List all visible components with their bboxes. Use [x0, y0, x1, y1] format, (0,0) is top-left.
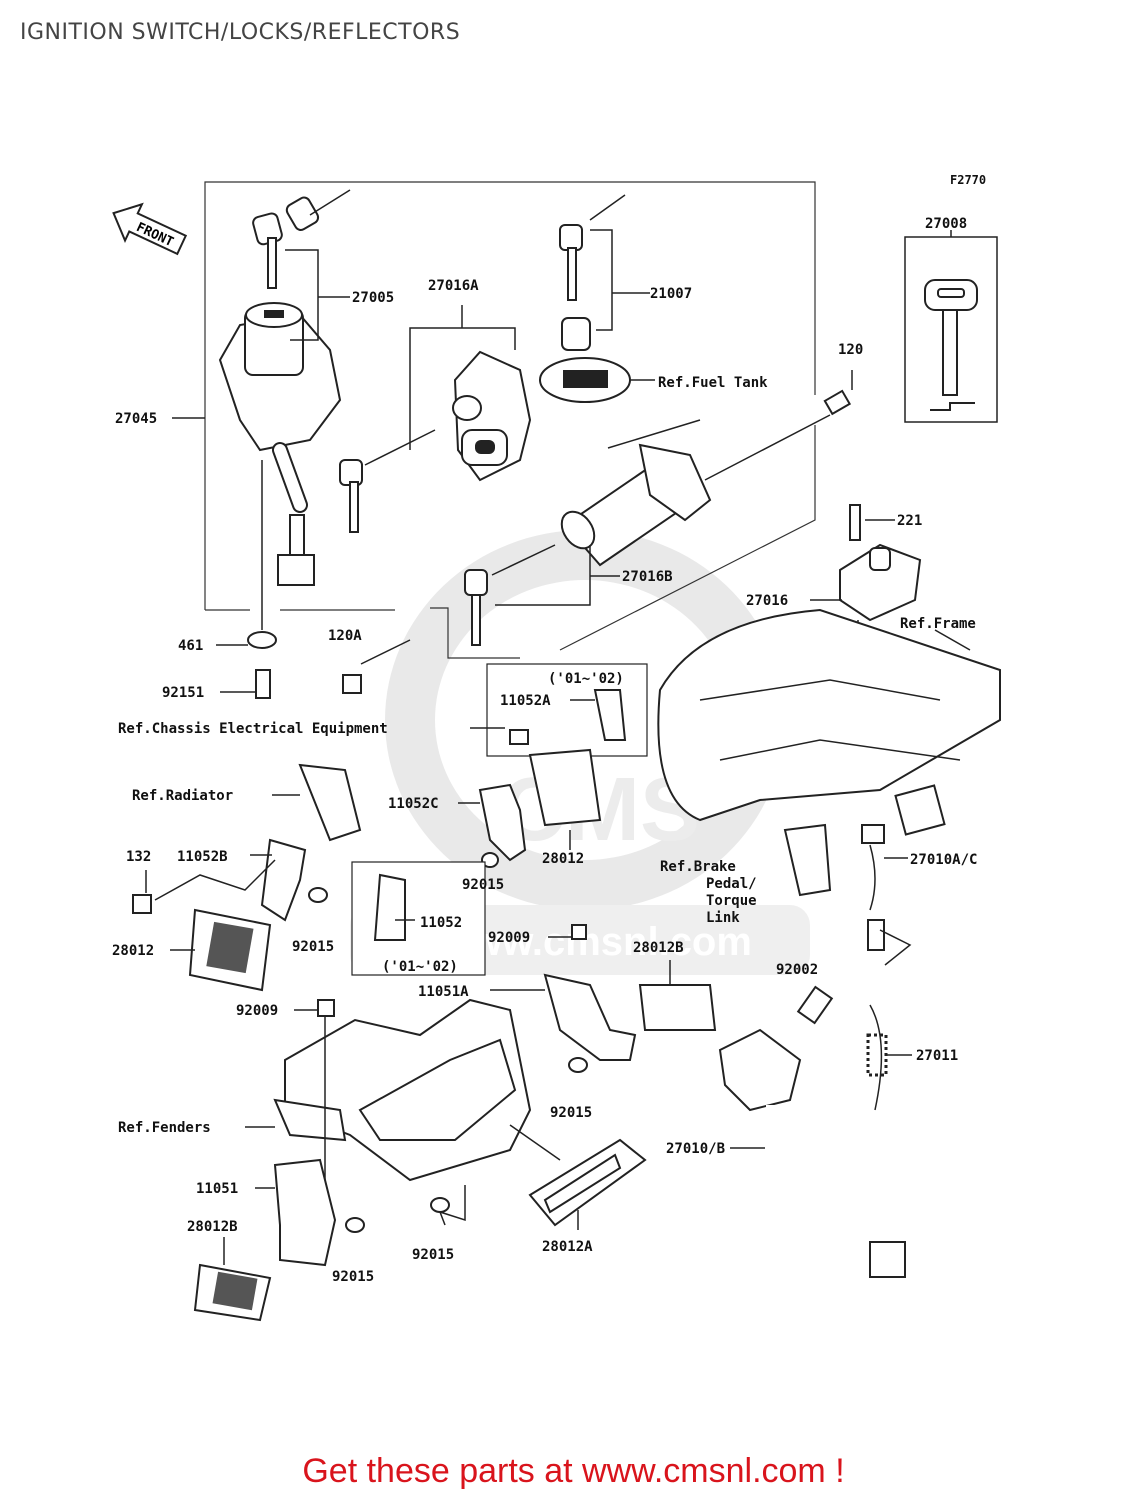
- label-ref-brake-2: Pedal/: [706, 876, 757, 892]
- label-27016B: 27016B: [622, 569, 673, 585]
- label-27005: 27005: [352, 290, 394, 306]
- lock-icon: [339, 350, 532, 533]
- label-11051: 11051: [196, 1181, 238, 1197]
- label-27008: 27008: [925, 216, 967, 232]
- frame: [657, 608, 1001, 836]
- key-icon: [252, 189, 351, 289]
- label-ref-radiator: Ref.Radiator: [132, 788, 233, 804]
- ignition-switch-27045: [218, 302, 342, 586]
- label-11052B: 11052B: [177, 849, 228, 865]
- label-years-1: ('01~'02): [548, 671, 624, 687]
- label-11052: 11052: [420, 915, 462, 931]
- front-arrow-icon: FRONT: [112, 202, 188, 256]
- label-92009-a: 92009: [488, 930, 530, 946]
- label-461: 461: [178, 638, 203, 654]
- label-92009-b: 92009: [236, 1003, 278, 1019]
- label-ref-brake-3: Torque: [706, 893, 757, 909]
- label-28012-a: 28012: [542, 851, 584, 867]
- label-28012A: 28012A: [542, 1239, 593, 1255]
- label-ref-fuel-tank: Ref.Fuel Tank: [658, 375, 768, 391]
- label-92151: 92151: [162, 685, 204, 701]
- label-92015-a: 92015: [462, 877, 504, 893]
- label-132: 132: [126, 849, 151, 865]
- figure-code: F2770: [950, 173, 986, 187]
- label-27010AC: 27010A/C: [910, 852, 977, 868]
- label-27016: 27016: [746, 593, 788, 609]
- fender-assembly: [273, 998, 532, 1182]
- label-28012-b: 28012: [112, 943, 154, 959]
- label-ref-brake-4: Link: [706, 910, 740, 926]
- label-120A: 120A: [328, 628, 362, 644]
- reflector-28012A: [528, 1138, 647, 1227]
- watermark-text: www.cmsnl.com: [439, 920, 752, 964]
- label-92015-b: 92015: [292, 939, 334, 955]
- label-11051A: 11051A: [418, 984, 469, 1000]
- label-ref-brake-1: Ref.Brake: [660, 859, 736, 875]
- label-21007: 21007: [650, 286, 692, 302]
- reflector-28012: [188, 908, 272, 992]
- label-ref-fenders: Ref.Fenders: [118, 1120, 211, 1136]
- label-28012B-a: 28012B: [633, 940, 684, 956]
- label-11052A: 11052A: [500, 693, 551, 709]
- label-ref-chassis: Ref.Chassis Electrical Equipment: [118, 721, 388, 737]
- label-27011: 27011: [916, 1048, 958, 1064]
- label-92015-d: 92015: [332, 1269, 374, 1285]
- page-title: IGNITION SWITCH/LOCKS/REFLECTORS: [20, 20, 461, 45]
- label-ref-frame: Ref.Frame: [900, 616, 976, 632]
- label-27010B: 27010/B: [666, 1141, 725, 1157]
- label-120: 120: [838, 342, 863, 358]
- reflector-28012B: [193, 1263, 272, 1322]
- label-27016A: 27016A: [428, 278, 479, 294]
- switch-27016: [839, 504, 922, 622]
- label-92015-e: 92015: [412, 1247, 454, 1263]
- assembly-frame: [204, 181, 816, 659]
- lock-cylinder-27016B: [464, 443, 712, 646]
- label-27045: 27045: [115, 411, 157, 427]
- label-years-2: ('01~'02): [382, 959, 458, 975]
- part-labels: 27005 27016A 21007 27008 27045 Ref.Fuel …: [112, 216, 977, 1285]
- cta-link[interactable]: Get these parts at www.cmsnl.com !: [302, 1452, 845, 1490]
- label-92015-c: 92015: [550, 1105, 592, 1121]
- key-27008: [904, 230, 998, 423]
- fuel-cap-21007: [539, 194, 631, 403]
- label-92002: 92002: [776, 962, 818, 978]
- label-221: 221: [897, 513, 922, 529]
- switch-27010B: [718, 1028, 906, 1278]
- label-11052C: 11052C: [388, 796, 439, 812]
- label-28012B-b: 28012B: [187, 1219, 238, 1235]
- spring-27011: [866, 1004, 888, 1111]
